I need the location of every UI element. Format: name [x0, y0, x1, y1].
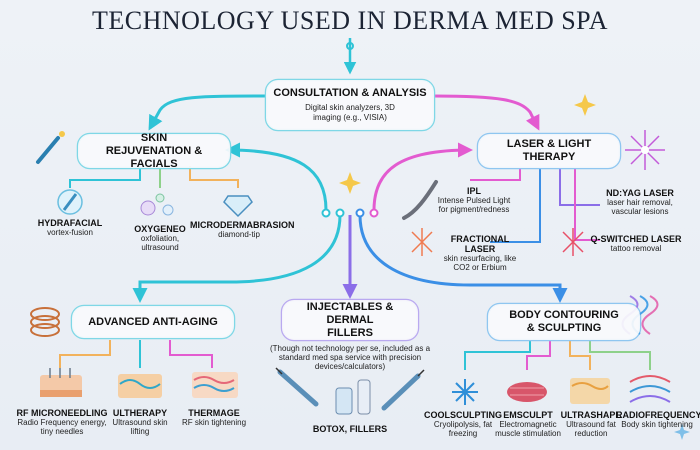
microdermabrasion-node: MICRODERMABRASION diamond-tip — [190, 220, 295, 239]
consultation-label: CONSULTATION & ANALYSIS — [273, 87, 427, 99]
starburst-icon — [625, 130, 665, 170]
consultation-box: CONSULTATION & ANALYSIS Digital skin ana… — [266, 80, 434, 130]
skin-rejuvenation-box: SKIN REJUVENATION & FACIALS — [78, 131, 230, 170]
heat-waves-icon — [192, 372, 238, 398]
body-contouring-box: BODY CONTOURING & SCULPTING — [488, 304, 640, 340]
bubbles-icon — [140, 193, 174, 216]
wand-icon — [36, 131, 65, 164]
syringe-icon-left — [275, 367, 319, 407]
skin-rejuvenation-label: SKIN REJUVENATION & FACIALS — [105, 131, 203, 170]
arrow-hub-to-skin — [225, 142, 328, 211]
ultherapy-node: ULTHERAPY Ultrasound skin lifting — [112, 408, 168, 436]
arrow-center-to-laser — [433, 94, 540, 131]
laser-pen-icon — [402, 180, 438, 220]
fractional-laser-node: FRACTIONAL LASER skin resurfacing, like … — [443, 234, 517, 272]
spark-icon-qswitched — [562, 228, 584, 256]
anti-aging-label: ADVANCED ANTI-AGING — [88, 315, 218, 328]
laser-therapy-label: LASER & LIGHT THERAPY — [506, 138, 592, 163]
snowflake-icon — [452, 379, 478, 405]
injectables-box: INJECTABLES & DERMAL FILLERS — [282, 300, 418, 340]
page-title: TECHNOLOGY USED IN DERMA MED SPA — [91, 6, 609, 35]
vial-icon — [335, 379, 371, 415]
thermage-node: THERMAGE RF skin tightening — [181, 408, 247, 427]
oxygeneo-node: OXYGENEO oxfoliation, ultrasound — [134, 224, 186, 252]
emsculpt-node: EMSCULPT Electromagnetic muscle stimulat… — [495, 410, 561, 438]
sparkle-icon-top-right — [574, 94, 596, 116]
botox-fillers-node: BOTOX, FILLERS — [312, 424, 388, 434]
sparkle-icon-center — [339, 172, 361, 194]
arrow-hub-to-aging — [132, 214, 342, 303]
ultrasound-icon — [118, 374, 162, 398]
arrow-hub-to-laser — [372, 142, 473, 211]
ndyag-node: ND:YAG LASER laser hair removal, vascula… — [606, 188, 674, 216]
spark-icon-fractional — [411, 228, 433, 256]
ipl-node: IPL Intense Pulsed Light for pigment/red… — [437, 186, 511, 214]
coolsculpting-node: COOLSCULPTING Cryolipolysis, fat freezin… — [424, 410, 502, 438]
injectables-label: INJECTABLES & DERMAL FILLERS — [306, 300, 394, 339]
qswitched-laser-node: Q-SWITCHED LASER tattoo removal — [590, 234, 682, 253]
body-contouring-label: BODY CONTOURING & SCULPTING — [509, 309, 619, 334]
radiofrequency-node: RADIOFREQUENCY Body skin tightening — [616, 410, 700, 429]
muscle-icon — [507, 382, 547, 402]
skin-needle-icon — [40, 368, 82, 397]
anti-aging-box: ADVANCED ANTI-AGING — [72, 306, 234, 338]
sparkle-icon-bottom-right — [674, 424, 690, 440]
arrow-hub-to-body — [358, 214, 568, 303]
injectables-note: (Though not technology per se, included … — [269, 344, 431, 371]
rf-waves-icon — [629, 375, 671, 403]
diamond-icon — [223, 195, 253, 218]
syringe-icon-right — [381, 369, 425, 411]
fat-layers-icon — [570, 378, 610, 404]
laser-therapy-box: LASER & LIGHT THERAPY — [478, 134, 620, 168]
consultation-desc: Digital skin analyzers, 3D imaging (e.g.… — [305, 103, 395, 122]
hydrafacial-icon — [57, 189, 83, 215]
arrow-center-to-skin — [148, 94, 267, 131]
rf-microneedling-node: RF MICRONEEDLING Radio Frequency energy,… — [16, 408, 108, 436]
ultrashape-node: ULTRASHAPE Ultrasound fat reduction — [560, 410, 622, 438]
coil-icon — [30, 307, 60, 337]
hydrafacial-node: HYDRAFACIAL vortex-fusion — [37, 218, 103, 237]
